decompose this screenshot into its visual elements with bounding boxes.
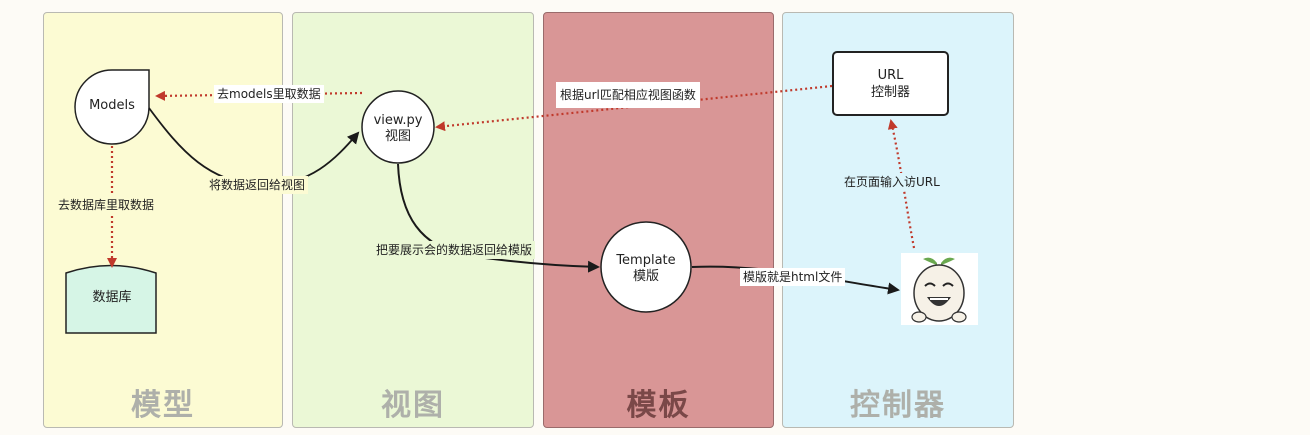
url-label-line2: 控制器 [843, 85, 938, 101]
label-to-template: 把要展示会的数据返回给模版 [373, 241, 535, 259]
label-fetch-models: 去models里取数据 [214, 85, 324, 103]
user-face-meme-icon [901, 253, 978, 325]
label-fetch-db: 去数据库里取数据 [55, 196, 157, 214]
edge-return-to-view [149, 108, 358, 185]
label-url-match: 根据url匹配相应视图函数 [556, 82, 700, 108]
database-label: 数据库 [76, 290, 148, 306]
view-label-line1: view.py [362, 113, 434, 129]
url-label-line1: URL [843, 68, 938, 84]
models-label: Models [80, 98, 144, 114]
view-label-line2: 视图 [362, 129, 434, 145]
label-return-to-view: 将数据返回给视图 [206, 176, 308, 194]
label-input-url: 在页面输入访URL [841, 173, 943, 191]
label-template-is-html: 模版就是html文件 [740, 268, 845, 286]
template-label-line2: 模版 [604, 269, 688, 285]
template-label-line1: Template [604, 253, 688, 269]
